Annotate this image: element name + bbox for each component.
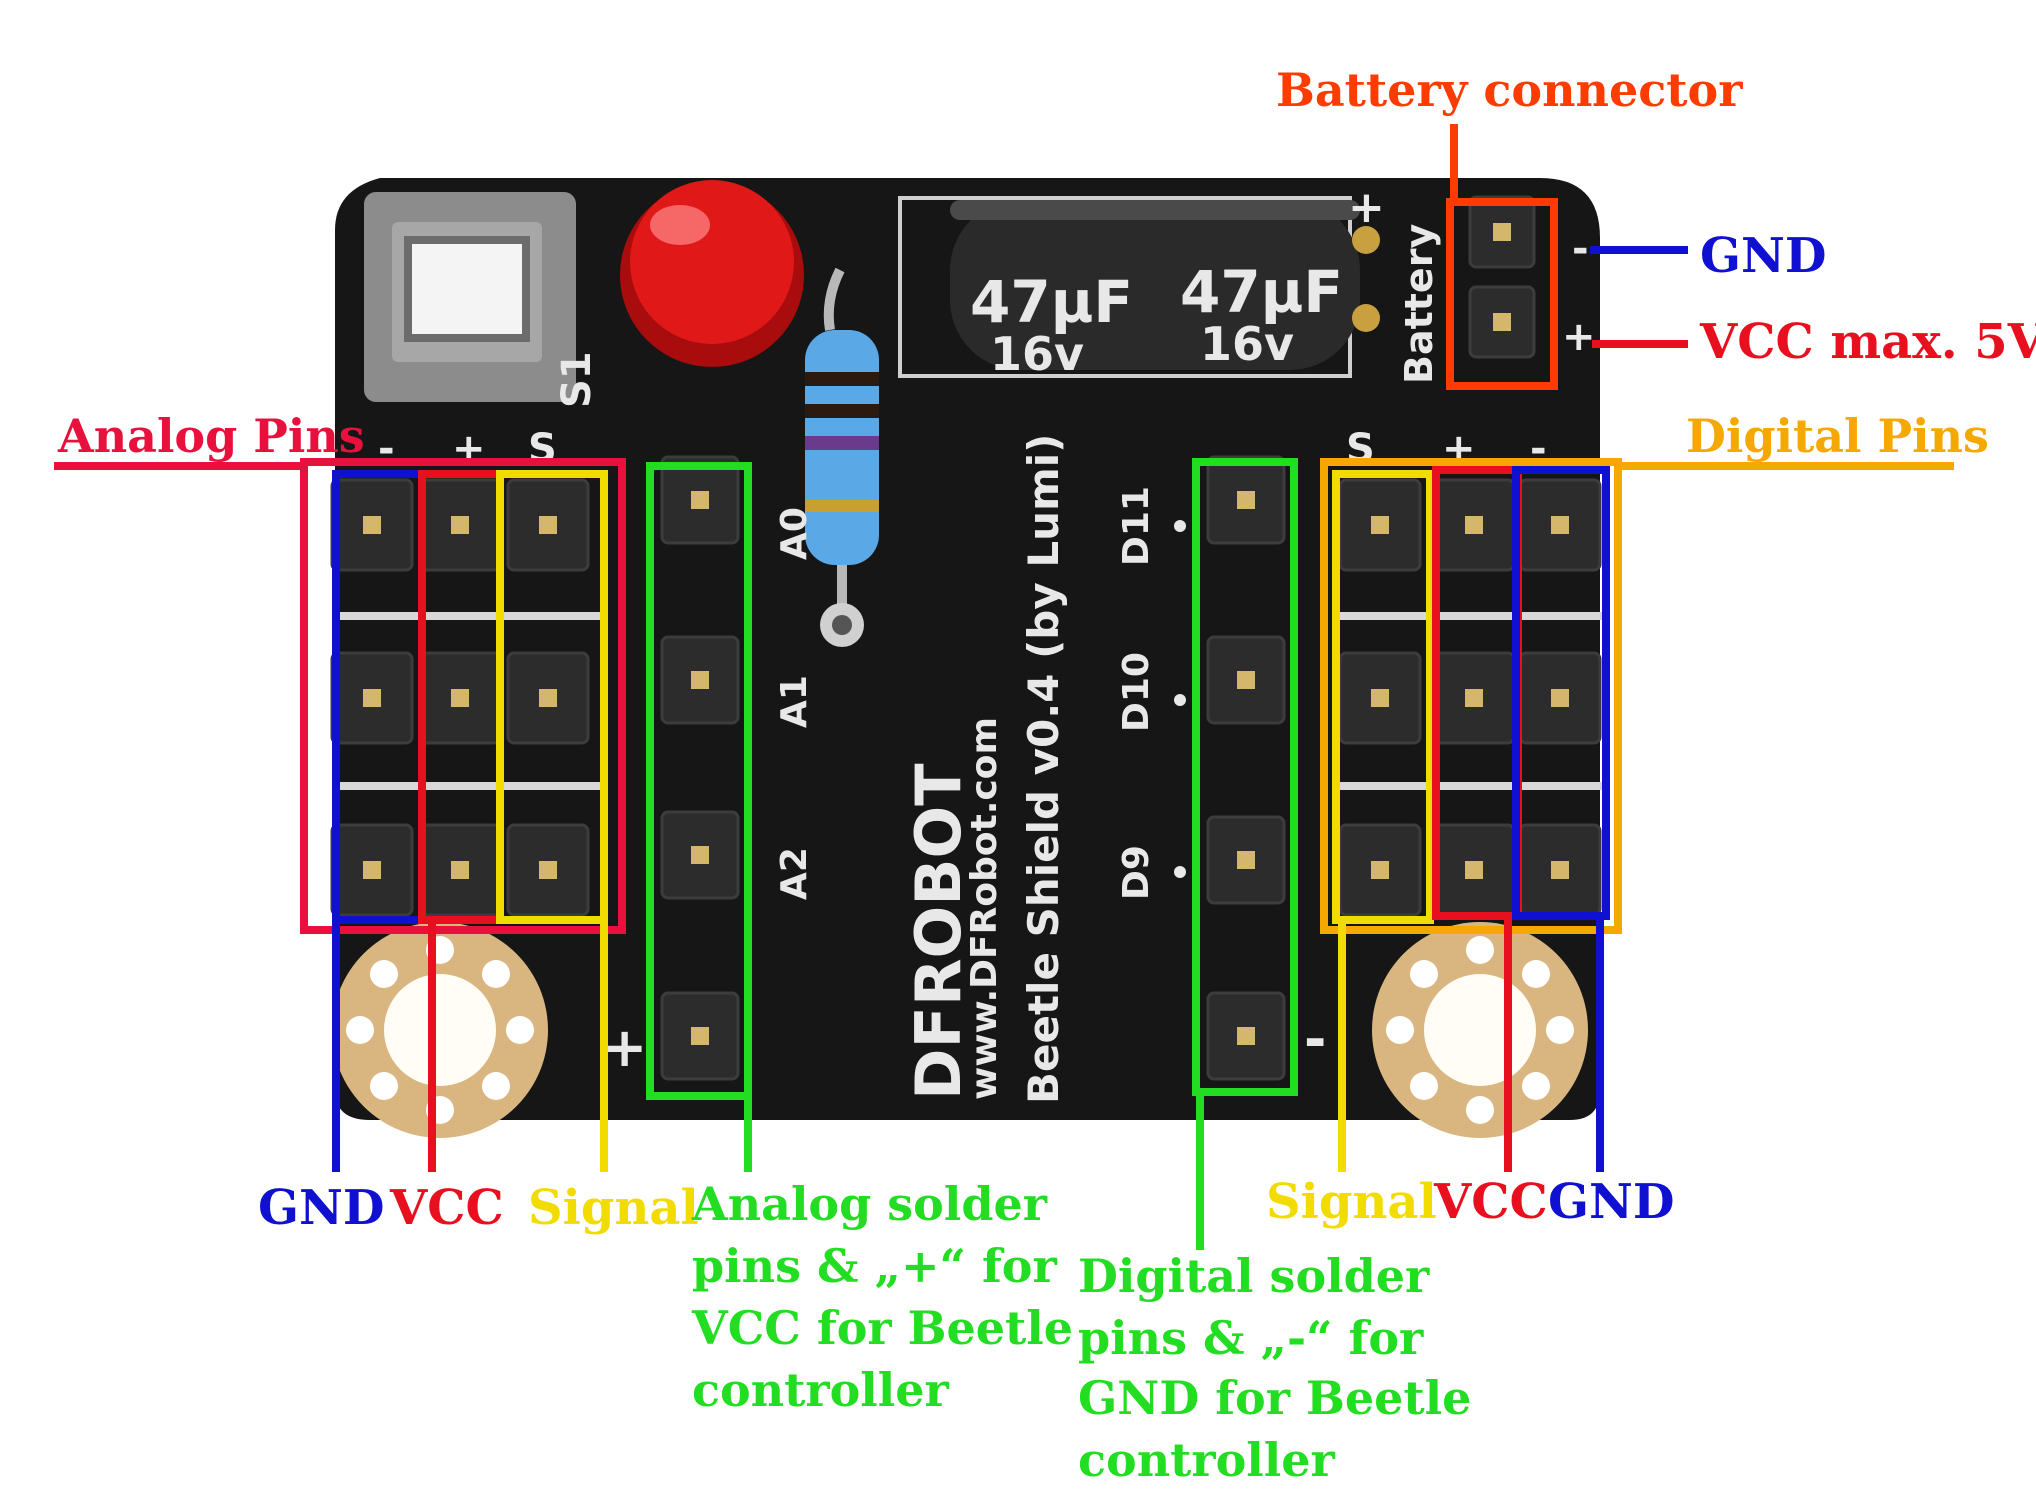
capacitor-value-1: 47µF bbox=[970, 268, 1133, 336]
digital-signal-box bbox=[1332, 470, 1434, 924]
analog-solder-line-3: VCC for Beetle bbox=[691, 1301, 1073, 1355]
analog-signal-box bbox=[496, 470, 608, 924]
brand-url: www.DFRobot.com bbox=[964, 717, 1005, 1100]
digital-header-pin-2-1-contact bbox=[1551, 689, 1569, 707]
analog-header-pin-0-1-contact bbox=[363, 689, 381, 707]
analog-solder-line-2: pins & „+“ for bbox=[692, 1239, 1057, 1293]
analog-header-pin-2-1-contact bbox=[539, 689, 557, 707]
header-separator bbox=[1336, 612, 1606, 620]
digital-pin-d10: D10 bbox=[1116, 652, 1157, 732]
analog-header-pin-0-2-contact bbox=[363, 861, 381, 879]
capacitor-value-2: 47µF bbox=[1180, 258, 1343, 326]
analog-header-pin-2-0-contact bbox=[539, 516, 557, 534]
digital-solder-line-3: GND for Beetle bbox=[1078, 1371, 1471, 1425]
analog-solder-label: Analog solder pins & „+“ for VCC for Bee… bbox=[691, 1177, 1073, 1417]
analog-solder-pin-2-contact bbox=[691, 846, 709, 864]
analog-gnd-label: GND bbox=[258, 1180, 385, 1236]
analog-pins-box bbox=[300, 458, 626, 934]
digital-vcc-label: VCC bbox=[1433, 1174, 1548, 1230]
header-separator bbox=[1336, 782, 1606, 790]
analog-solder-plus: + bbox=[602, 1016, 647, 1079]
battery-plus-silk: + bbox=[1562, 314, 1596, 360]
battery-silk-label: Battery bbox=[1397, 224, 1441, 384]
led bbox=[620, 180, 804, 367]
header-pins bbox=[330, 195, 1606, 1081]
digital-solder-pin-1-contact bbox=[1237, 671, 1255, 689]
battery-pin-0-contact bbox=[1493, 223, 1511, 241]
digital-header-pin-0-0-contact bbox=[1371, 516, 1389, 534]
digital-solder-box bbox=[1192, 458, 1298, 1096]
resistor bbox=[805, 267, 879, 647]
analog-solder-line-1: Analog solder bbox=[691, 1177, 1048, 1231]
digital-pins-box bbox=[1320, 458, 1622, 934]
digital-solder-line-4: controller bbox=[1078, 1433, 1336, 1487]
digital-solder-pin-2-contact bbox=[1237, 851, 1255, 869]
digital-solder-pin-3-contact bbox=[1237, 1027, 1255, 1045]
digital-solder-line-1: Digital solder bbox=[1078, 1249, 1430, 1303]
digital-pin-d11: D11 bbox=[1116, 486, 1157, 566]
switch-label: S1 bbox=[554, 351, 600, 408]
brand-logo: DFROBOT bbox=[902, 763, 975, 1100]
battery-gnd-label: GND bbox=[1700, 228, 1827, 284]
battery-connector-box bbox=[1446, 198, 1558, 390]
analog-solder-line-4: controller bbox=[692, 1363, 950, 1417]
digital-solder-line-2: pins & „-“ for bbox=[1078, 1311, 1424, 1365]
digital-header-pin-2-0-contact bbox=[1551, 516, 1569, 534]
analog-pin-a0: A0 bbox=[774, 507, 815, 560]
analog-pins-label: Analog Pins bbox=[57, 409, 365, 463]
battery-minus-silk: - bbox=[1572, 226, 1589, 272]
board-model: Beetle Shield v0.4 (by Lumi) bbox=[1019, 434, 1068, 1104]
capacitor: 47µF 47µF 16v 16v + bbox=[898, 182, 1385, 381]
digital-header-pin-2-2-contact bbox=[1551, 861, 1569, 879]
analog-vcc-label: VCC bbox=[389, 1180, 504, 1236]
digital-header-pin-1-1-contact bbox=[1465, 689, 1483, 707]
analog-pin-a2: A2 bbox=[774, 847, 815, 900]
analog-signal-label: Signal bbox=[528, 1180, 699, 1236]
battery-vcc-label: VCC max. 5V bbox=[1699, 314, 2036, 370]
digital-header-pin-1-0-contact bbox=[1465, 516, 1483, 534]
analog-solder-box bbox=[646, 462, 752, 1100]
header-separator bbox=[336, 782, 606, 790]
analog-header-pin-2-2-contact bbox=[539, 861, 557, 879]
analog-header-pin-1-0-contact bbox=[451, 516, 469, 534]
board-silkscreen: DFROBOT www.DFRobot.com Beetle Shield v0… bbox=[378, 426, 1547, 1104]
digital-signal-label: Signal bbox=[1266, 1174, 1437, 1230]
digital-solder-label: Digital solder pins & „-“ for GND for Be… bbox=[1078, 1249, 1471, 1487]
analog-pin-a1: A1 bbox=[774, 675, 815, 728]
battery-pin-1-contact bbox=[1493, 313, 1511, 331]
analog-solder-pin-3-contact bbox=[691, 1027, 709, 1045]
digital-header-pin-0-1-contact bbox=[1371, 689, 1389, 707]
digital-pin-d9: D9 bbox=[1116, 845, 1157, 900]
capacitor-plus-mark: + bbox=[1348, 182, 1385, 233]
analog-header-pin-0-0-contact bbox=[363, 516, 381, 534]
analog-header-pin-1-1-contact bbox=[451, 689, 469, 707]
capacitor-voltage-2: 16v bbox=[1200, 317, 1294, 371]
digital-solder-pin-0-contact bbox=[1237, 491, 1255, 509]
analog-solder-pin-0-contact bbox=[691, 491, 709, 509]
digital-header-pin-0-2-contact bbox=[1371, 861, 1389, 879]
digital-pins-label: Digital Pins bbox=[1686, 409, 1989, 463]
digital-gnd-label: GND bbox=[1548, 1174, 1675, 1230]
header-separator bbox=[336, 612, 606, 620]
analog-solder-pin-1-contact bbox=[691, 671, 709, 689]
battery-connector-label: Battery connector bbox=[1276, 63, 1743, 117]
digital-gnd-box bbox=[1512, 466, 1610, 920]
mounting-hole-right bbox=[1372, 922, 1588, 1138]
digital-header-pin-1-2-contact bbox=[1465, 861, 1483, 879]
capacitor-voltage-1: 16v bbox=[990, 327, 1084, 381]
mounting-hole-left bbox=[332, 922, 548, 1138]
digital-solder-minus: - bbox=[1304, 1008, 1326, 1071]
analog-header-pin-1-2-contact bbox=[451, 861, 469, 879]
